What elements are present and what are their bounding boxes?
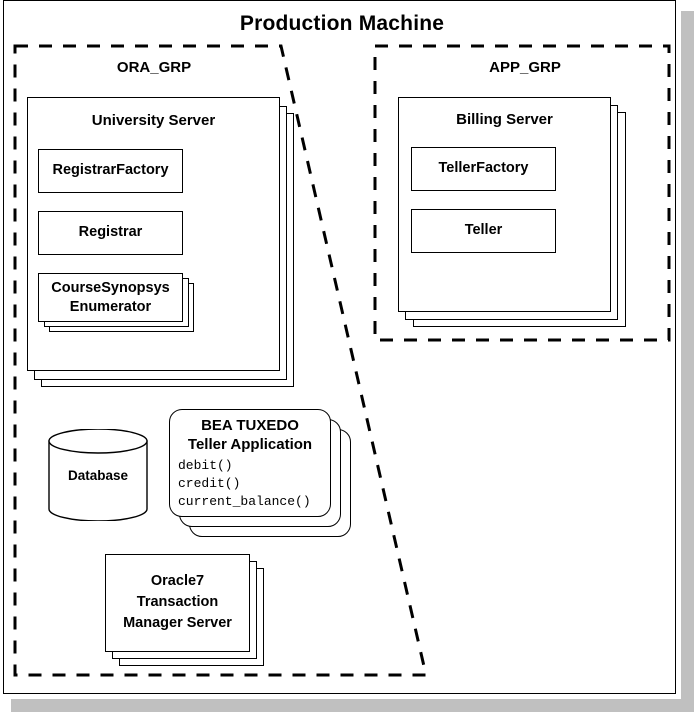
window-shadow-bottom [11, 699, 694, 712]
registrar[interactable]: Registrar [38, 211, 183, 255]
tuxedo-method-debit: debit() [178, 458, 233, 473]
billing-server[interactable]: Billing Server TellerFactory Teller [398, 97, 611, 312]
billing-server-label: Billing Server [456, 111, 553, 128]
page-title: Production Machine [239, 12, 445, 35]
window-shadow-right [681, 11, 694, 712]
oracle7-label-line1: Oracle7 [150, 573, 205, 589]
registrar-factory[interactable]: RegistrarFactory [38, 149, 183, 193]
database-cylinder[interactable] [48, 429, 148, 521]
tuxedo-title-line2: Teller Application [187, 436, 313, 453]
registrar-label: Registrar [78, 224, 143, 240]
course-synopsys-enumerator[interactable]: CourseSynopsys Enumerator [38, 273, 183, 322]
teller[interactable]: Teller [411, 209, 556, 253]
registrar-factory-label: RegistrarFactory [52, 162, 169, 178]
university-server-label: University Server [91, 112, 216, 129]
tuxedo-title-line1: BEA TUXEDO [201, 417, 299, 434]
oracle7-label-line2: Transaction [136, 594, 219, 610]
university-server[interactable]: University Server RegistrarFactory Regis… [27, 97, 280, 371]
diagram-frame: Production Machine ORA_GRP APP_GRP Unive… [3, 0, 676, 694]
database-label: Database [67, 468, 129, 483]
tuxedo-method-current-balance: current_balance() [178, 494, 311, 509]
course-synopsys-enumerator-label-line2: Enumerator [69, 299, 152, 315]
teller-factory[interactable]: TellerFactory [411, 147, 556, 191]
oracle7-transaction-manager-server[interactable]: Oracle7 Transaction Manager Server [105, 554, 250, 652]
ora-grp-label: ORA_GRP [116, 59, 192, 76]
tuxedo-method-credit: credit() [178, 476, 241, 491]
bea-tuxedo-teller-application[interactable]: BEA TUXEDO Teller Application debit() cr… [169, 409, 331, 517]
teller-label: Teller [464, 222, 503, 238]
teller-factory-label: TellerFactory [438, 160, 529, 176]
course-synopsys-enumerator-label-line1: CourseSynopsys [51, 280, 170, 296]
oracle7-label-line3: Manager Server [123, 615, 232, 631]
app-grp-label: APP_GRP [489, 59, 561, 76]
